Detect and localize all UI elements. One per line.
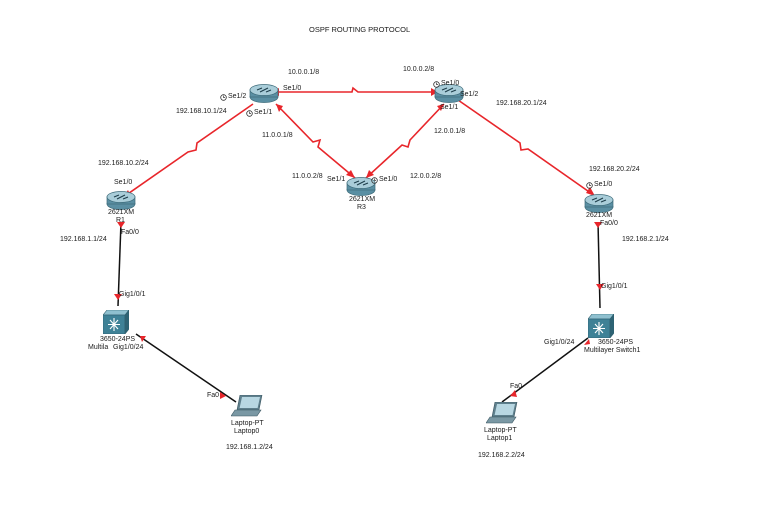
laptop0-name: Laptop0 [234,428,260,435]
serial-link-tl-tr[interactable] [272,86,438,93]
port-marker [346,170,355,178]
diagram-title: OSPF ROUTING PROTOCOL [309,25,411,34]
clock-icon [586,182,593,189]
interface-label: Se1/0 [283,85,302,92]
switch-left-name: Multila [88,344,109,351]
port-marker [140,336,146,342]
interface-label: Se1/0 [594,181,613,188]
port-marker [596,284,604,290]
port-marker [437,104,444,111]
clock-icon [371,177,378,184]
ethernet-link-swl-laptop0[interactable] [135,333,237,403]
interface-label: Se1/1 [254,109,273,116]
ip-address-label: 12.0.0.1/8 [434,128,466,135]
laptop0[interactable] [230,394,263,422]
interface-label: Se1/0 [379,176,398,183]
interface-label: Se1/0 [441,80,460,87]
interface-label: Se1/0 [114,179,133,186]
multilayer-switch-icon [587,313,615,339]
laptop1[interactable] [485,401,518,429]
ip-address-label: 11.0.0.1/8 [262,132,293,139]
laptop0-model: Laptop-PT [231,420,264,427]
switch-right-name: Multilayer Switch1 [584,347,641,354]
router-r1-name: R1 [116,217,125,224]
ip-address-label: 10.0.0.2/8 [403,66,435,73]
interface-label: Se1/2 [460,91,479,98]
ip-address-label: 10.0.0.1/8 [288,69,320,76]
router-r1[interactable] [106,190,136,215]
ethernet-link-r1-swl[interactable] [117,221,122,307]
router-r3-name: R3 [357,204,366,211]
ip-address-label: 192.168.10.1/24 [176,108,227,115]
laptop1-model: Laptop-PT [484,427,517,434]
router-r2-model: 2621XM [586,212,613,219]
interface-label: Fa0 [510,383,523,390]
multilayer-switch-icon [102,309,130,335]
port-marker [366,170,374,178]
port-marker [276,104,283,112]
port-marker [586,187,595,196]
ip-address-label: 192.168.2.1/24 [622,236,669,243]
multilayer-switch-right[interactable] [587,313,615,343]
serial-link-tr-r3[interactable] [365,103,445,179]
switch-right-model: 3650-24PS [598,339,634,346]
serial-link-tl-r3[interactable] [275,103,356,179]
port-marker [431,88,438,96]
port-marker [220,392,226,399]
interface-label: Gig1/0/24 [113,344,144,351]
interface-label: Se1/1 [440,104,459,111]
router-r3[interactable] [346,176,376,201]
interface-label: Gig1/0/1 [119,291,146,298]
ip-address-label: 12.0.0.2/8 [410,173,442,180]
interface-label: Se1/1 [327,176,346,183]
router-icon [106,191,136,210]
interface-label: Fa0/0 [121,229,139,236]
port-marker [114,294,122,300]
ethernet-link-r2-swr[interactable] [597,221,601,309]
router-r2[interactable] [584,193,614,218]
switch-left-model: 3650-24PS [100,336,136,343]
laptop1-name: Laptop1 [487,435,513,442]
ip-address-label: 192.168.1.1/24 [60,236,107,243]
router-icon [584,194,614,213]
router-r1-model: 2621XM [108,209,135,216]
serial-link-tl-r1[interactable] [121,103,254,199]
clock-icon [246,110,253,117]
interface-label: Gig1/0/1 [601,283,628,290]
ip-address-label: 192.168.20.1/24 [496,100,547,107]
ethernet-link-swr-laptop1[interactable] [501,337,589,403]
laptop-icon [485,401,518,424]
router-icon [434,84,464,103]
port-marker [510,390,517,397]
port-marker [594,222,602,228]
ip-address-label: 192.168.10.2/24 [98,160,149,167]
multilayer-switch-left[interactable] [102,309,130,339]
laptop0-ip: 192.168.1.2/24 [226,444,273,451]
ip-address-label: 11.0.0.2/8 [292,173,323,180]
clock-icon [433,81,440,88]
port-marker [117,222,125,228]
router-r3-model: 2621XM [349,196,376,203]
router-icon [249,84,279,103]
router-top-right[interactable] [434,83,464,108]
clock-icon [220,94,227,101]
laptop-icon [230,394,263,417]
serial-link-tr-r2[interactable] [457,99,596,197]
router-top-left[interactable] [249,83,279,108]
ip-address-label: 192.168.20.2/24 [589,166,640,173]
interface-label: Gig1/0/24 [544,339,575,346]
laptop1-ip: 192.168.2.2/24 [478,452,525,459]
port-marker [584,339,590,345]
interface-label: Se1/2 [228,93,247,100]
router-icon [346,177,376,196]
interface-label: Fa0 [207,392,220,399]
interface-label: Fa0/0 [600,220,618,227]
